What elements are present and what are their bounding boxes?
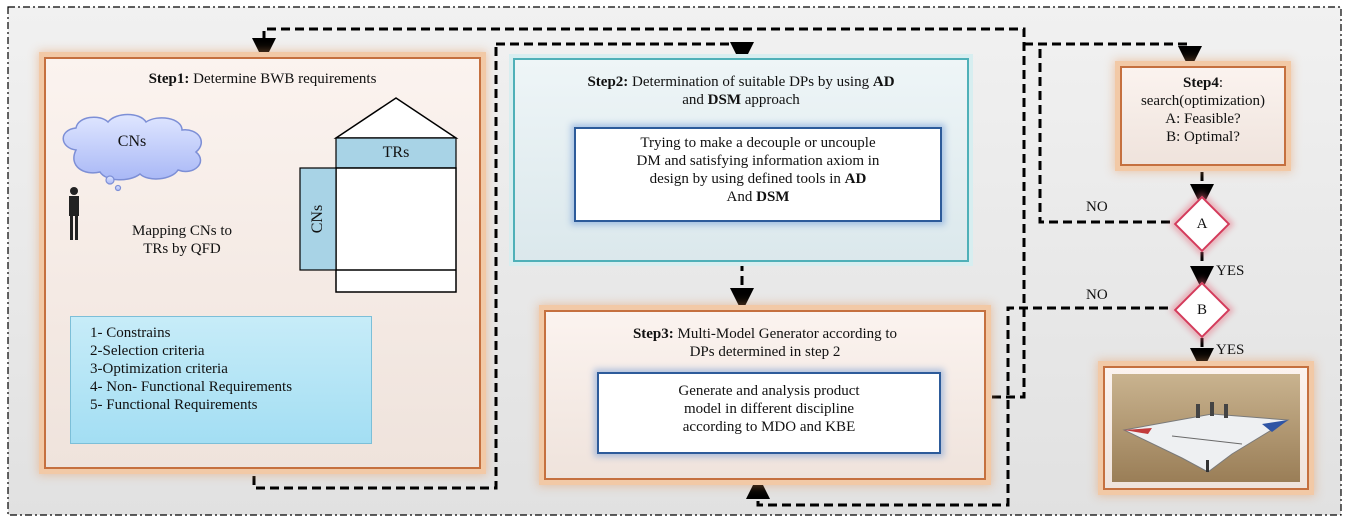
decision-b-label: B [1196, 302, 1207, 318]
decision-a-no: NO [1086, 199, 1108, 215]
list-item: 3-Optimization criteria [90, 361, 228, 377]
b-no-back [746, 306, 1168, 507]
step2-title: Step2: Determination of suitable DPs by … [587, 74, 895, 108]
step4-text: Step4: search(optimization) A: Feasible?… [1140, 75, 1266, 145]
a-no-back [1038, 44, 1170, 224]
bwb-aircraft-image [1112, 374, 1300, 482]
step2-inner-box [574, 127, 942, 222]
step3-inner-box [597, 372, 941, 454]
decision-a-yes: YES [1216, 263, 1245, 279]
list-item: 4- Non- Functional Requirements [90, 379, 293, 395]
loop-step3-to-step1 [252, 27, 1026, 399]
house-roof-label: TRs [382, 144, 410, 161]
to-step4 [1024, 42, 1202, 70]
cloud-label: CNs [117, 133, 147, 150]
step3-inner-text: Generate and analysis product model in d… [678, 383, 860, 435]
decision-b-yes: YES [1216, 342, 1245, 358]
list-item: 2-Selection criteria [90, 343, 205, 359]
step1-title: Step1: Determine BWB requirements [148, 71, 377, 87]
cloud-icon [62, 113, 202, 192]
requirements-list: 1- Constrains 2-Selection criteria 3-Opt… [90, 324, 370, 414]
requirements-list-box [70, 316, 372, 444]
mapping-text: Mapping CNs to TRs by QFD [131, 223, 232, 257]
decision-b-no: NO [1086, 287, 1108, 303]
step3-title: Step3: Multi-Model Generator according t… [632, 326, 898, 360]
step1-bottom-to-step2 [252, 44, 498, 490]
step4-box [1120, 66, 1286, 166]
list-item: 1- Constrains [90, 325, 171, 341]
house-of-quality [299, 97, 459, 293]
outer-frame [7, 6, 1342, 516]
person-icon [69, 187, 79, 240]
decision-a-label: A [1196, 216, 1208, 232]
step2-inner-text: Trying to make a decouple or uncouple DM… [636, 135, 880, 205]
house-side-label: CNs [309, 204, 326, 234]
list-item: 5- Functional Requirements [90, 397, 258, 413]
loop-to-step2 [496, 42, 754, 66]
